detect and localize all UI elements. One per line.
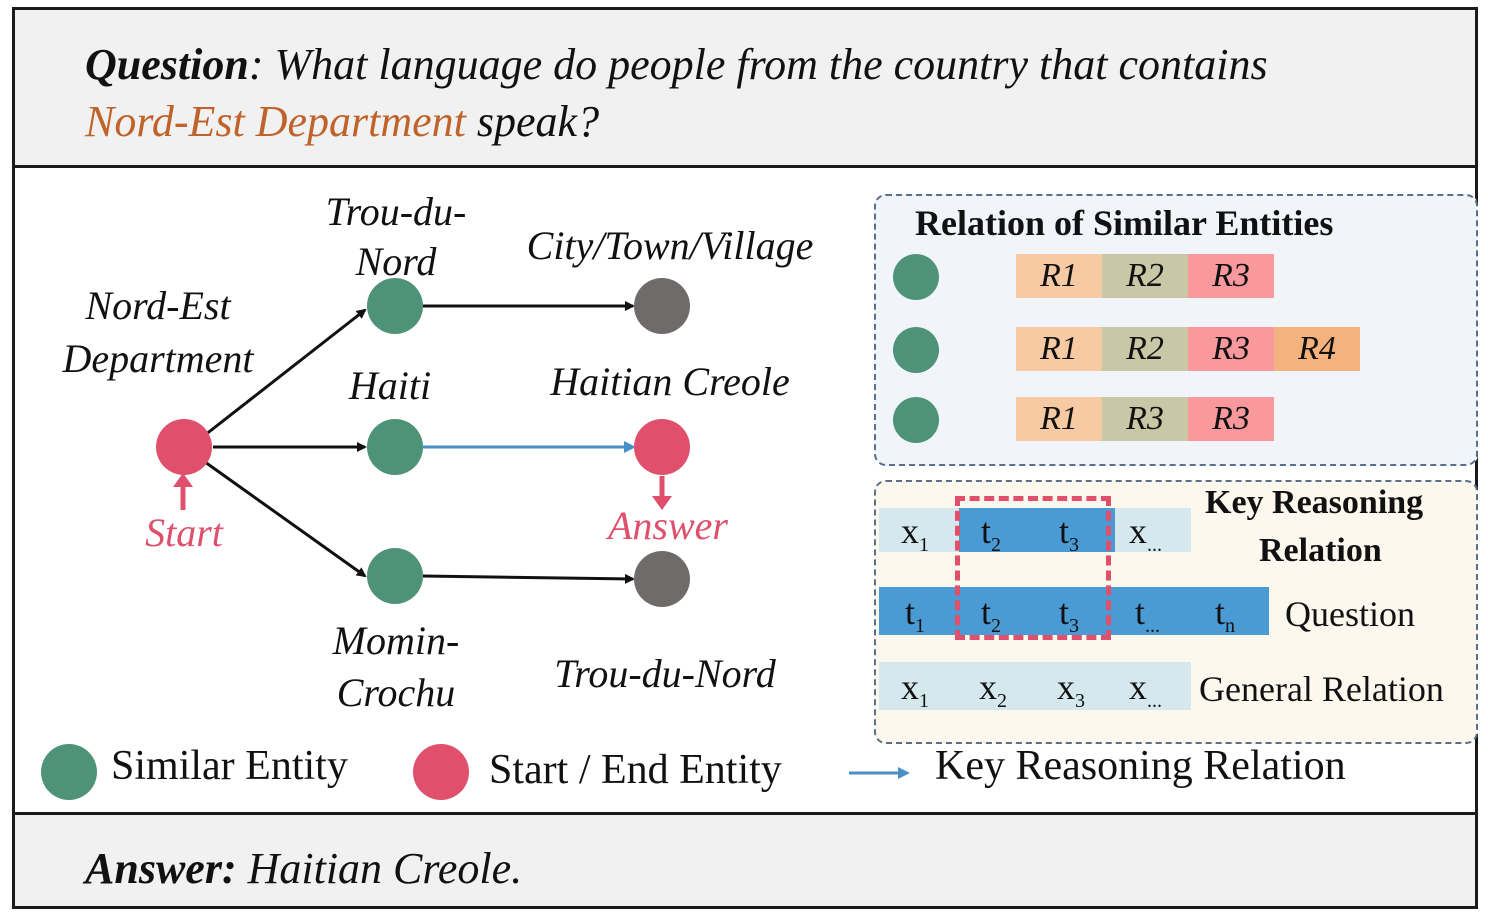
similar-entity-dot-3 — [893, 397, 939, 443]
token-x-ellipsis: x... — [1129, 667, 1162, 713]
legend-start-end-label: Start / End Entity — [489, 747, 782, 793]
node-city-town-village — [634, 278, 690, 334]
answer-arrowhead — [652, 496, 672, 510]
answer-value: Haitian Creole. — [236, 844, 523, 893]
relation-cell: R3 — [1188, 254, 1274, 298]
label-momin-line2: Crochu — [336, 670, 456, 715]
question-body: : What language do people from the count… — [248, 40, 1268, 89]
similar-entity-dot-2 — [893, 327, 939, 373]
question-highlight-entity: Nord-Est Department — [85, 97, 466, 146]
label-start-line1: Nord-Est — [85, 283, 231, 328]
node-trou-du-nord — [367, 278, 423, 334]
key-token-block — [959, 508, 1115, 552]
general-relation-label: General Relation — [1199, 669, 1444, 709]
question-text: Question: What language do people from t… — [85, 36, 1445, 150]
similar-entity-dot-1 — [893, 254, 939, 300]
token-x1: x1 — [901, 511, 929, 557]
start-arrowhead — [173, 473, 193, 487]
question-token-bar — [879, 587, 1269, 635]
token-t1: t1 — [905, 592, 926, 638]
relation-cell: R2 — [1102, 254, 1188, 298]
figure-frame: Question: What language do people from t… — [12, 7, 1478, 909]
token-x1: x1 — [901, 667, 929, 713]
relation-cell: R1 — [1016, 397, 1102, 441]
legend-similar-entity-icon — [41, 744, 97, 800]
reasoning-graph — [156, 272, 1005, 779]
legend-similar-entity-label: Similar Entity — [111, 743, 348, 789]
relation-panel-title: Relation of Similar Entities — [915, 203, 1334, 243]
question-label: Question — [1285, 594, 1415, 634]
relation-cell: R3 — [1102, 397, 1188, 441]
answer-bar: Answer: Haitian Creole. — [15, 812, 1475, 906]
label-start: Start — [145, 510, 223, 555]
label-haitian-creole: Haitian Creole — [550, 359, 790, 404]
edge-start-momin — [204, 460, 367, 578]
token-t-ellipsis: t... — [1135, 592, 1161, 638]
label-trou-du-nord-end: Trou-du-Nord — [554, 651, 776, 696]
answer-node — [634, 419, 690, 475]
token-t2: t2 — [981, 511, 1002, 557]
token-x-ellipsis: x... — [1129, 511, 1162, 557]
node-trou-du-nord-end — [634, 551, 690, 607]
question-bar: Question: What language do people from t… — [15, 10, 1475, 168]
token-t3: t3 — [1059, 511, 1080, 557]
key-relation-highlight-box — [955, 496, 1111, 640]
relation-cell: R3 — [1188, 327, 1274, 371]
legend-key-relation-label: Key Reasoning Relation — [935, 743, 1346, 789]
answer-prefix: Answer: — [85, 844, 237, 893]
token-x3: x3 — [1057, 667, 1085, 713]
key-panel-title-line1: Key Reasoning — [1205, 484, 1424, 521]
node-momin-crochu — [367, 548, 423, 604]
token-t2: t2 — [981, 592, 1002, 638]
token-t3: t3 — [1059, 592, 1080, 638]
relation-cell: R2 — [1102, 327, 1188, 371]
token-x2: x2 — [979, 667, 1007, 713]
label-haiti: Haiti — [348, 363, 432, 408]
label-trou-du-nord-line2: Nord — [355, 239, 437, 284]
general-relation-token-bar — [879, 662, 1191, 710]
relation-cell: R4 — [1274, 327, 1360, 371]
question-tail: speak? — [465, 97, 600, 146]
token-tn: tn — [1215, 592, 1236, 638]
node-haiti — [367, 419, 423, 475]
label-momin-line1: Momin- — [332, 618, 460, 663]
token-cell — [1115, 508, 1191, 552]
start-node — [156, 419, 212, 475]
question-prefix: Question — [85, 40, 249, 89]
relation-cell: R1 — [1016, 327, 1102, 371]
label-start-line2: Department — [62, 336, 254, 381]
token-cell — [879, 508, 959, 552]
edge-start-trou — [204, 308, 367, 437]
relation-cell: R1 — [1016, 254, 1102, 298]
label-trou-du-nord-line1: Trou-du- — [325, 189, 467, 234]
relation-cell: R3 — [1188, 397, 1274, 441]
edge-momin-trou — [422, 573, 635, 584]
legend-start-end-icon — [413, 744, 469, 800]
key-panel-title-line2: Relation — [1259, 532, 1382, 569]
label-city-town-village: City/Town/Village — [526, 223, 814, 268]
answer-text: Answer: Haitian Creole. — [85, 843, 522, 894]
label-answer: Answer — [608, 503, 728, 548]
